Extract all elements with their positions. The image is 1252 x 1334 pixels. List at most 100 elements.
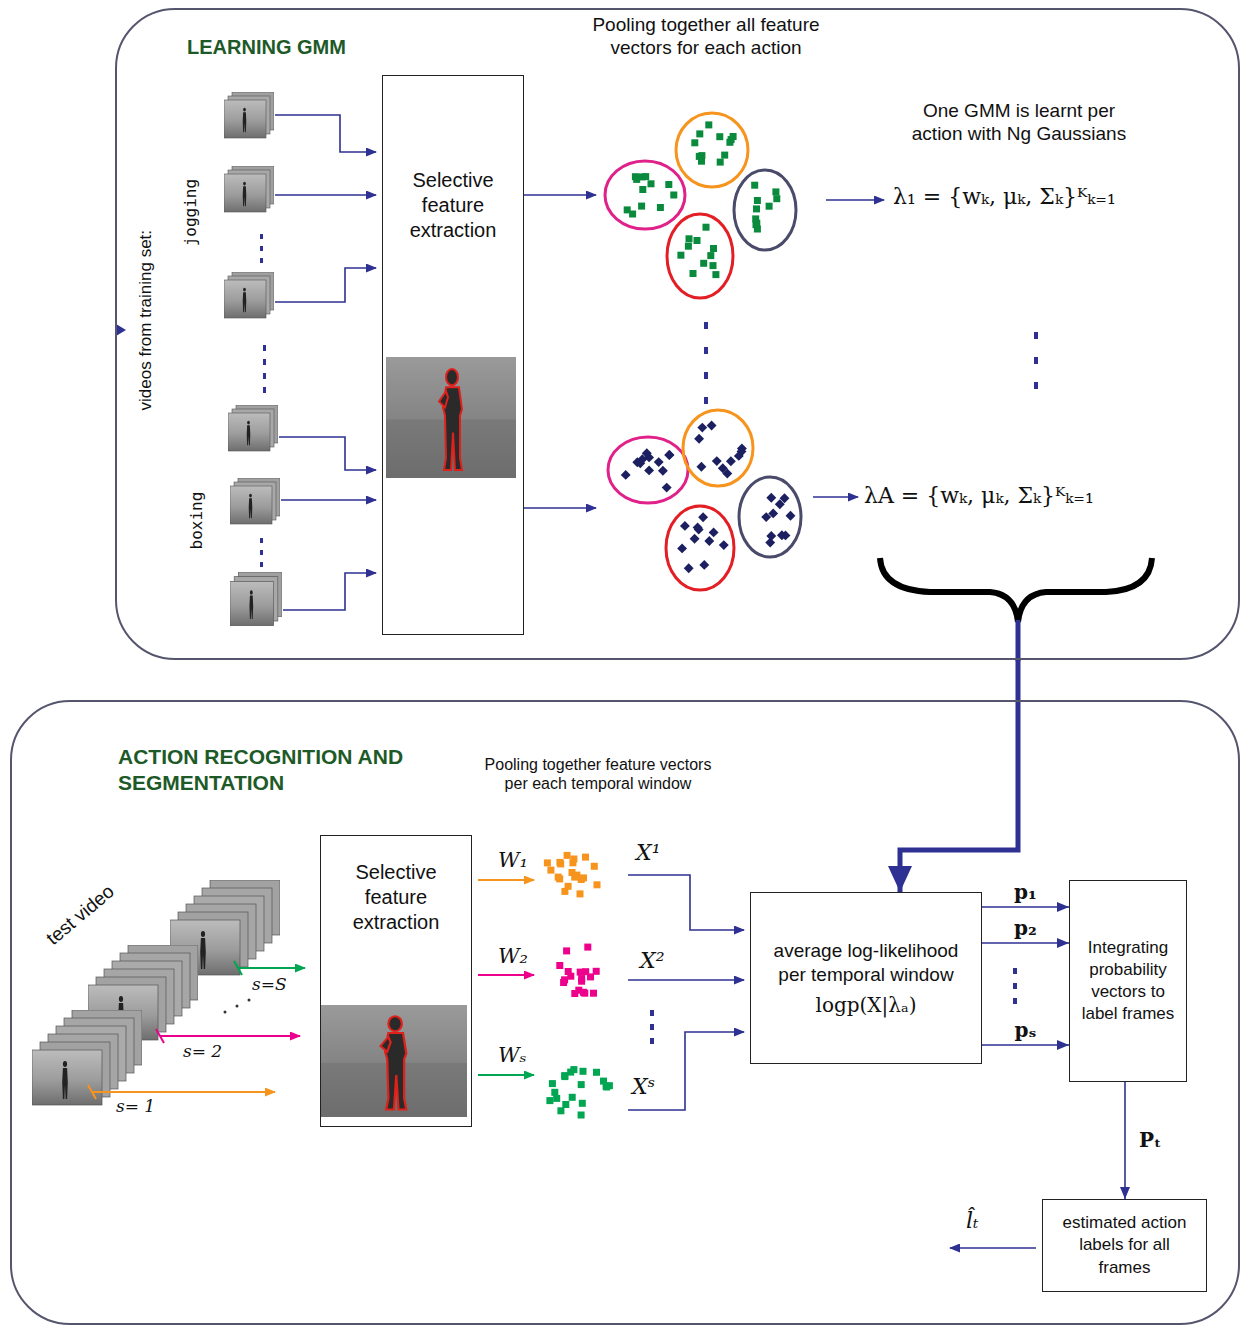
drawing-part (950, 1247, 1036, 1249)
feature-point (553, 1095, 560, 1102)
feature-point (582, 854, 589, 861)
feature-point (658, 466, 668, 476)
feature-point (642, 173, 649, 180)
text-label: λ₁ = {wₖ, μₖ, Σₖ}ᴷₖ₌₁ (893, 184, 1116, 210)
feature-point (709, 527, 719, 537)
bracket-stem (1016, 620, 1021, 661)
feature-point (662, 483, 672, 493)
feature-point (670, 192, 677, 199)
drawing-part (260, 562, 263, 567)
text-label: Xˢ (632, 1074, 655, 1100)
drawing-part (676, 113, 748, 187)
drawing-part (260, 234, 263, 239)
box-text: Integrating probability vectors to label… (1080, 937, 1176, 1025)
drawing-part (1013, 968, 1017, 974)
connector-arrow (982, 1044, 1069, 1046)
feature-point (644, 465, 654, 475)
feature-point (594, 881, 601, 888)
feature-point (686, 235, 693, 242)
drawing-part (704, 397, 708, 404)
feature-point (549, 1080, 556, 1087)
feature-point (775, 499, 785, 509)
feature-point (694, 434, 704, 444)
drawing-part (524, 194, 596, 196)
drawing-part (650, 1024, 654, 1030)
feature-point (680, 521, 690, 531)
text-label: jogging (181, 178, 200, 245)
drawing-part (230, 572, 282, 626)
feature-point (773, 195, 780, 202)
feature-point (726, 139, 733, 146)
feature-point (580, 989, 587, 996)
feature-point (557, 1107, 564, 1114)
feature-point (567, 1069, 574, 1076)
drawing-part (248, 999, 251, 1002)
silhouette-image (386, 357, 516, 478)
pointer-triangle (116, 324, 126, 336)
feature-point (707, 421, 717, 431)
feature-point (600, 1078, 607, 1085)
feature-point (685, 243, 692, 250)
drawing-part (1034, 332, 1038, 339)
feature-point (556, 875, 563, 882)
section-panel: ACTION RECOGNITION AND SEGMENTATIONSelec… (10, 700, 1240, 1325)
feature-point (657, 204, 664, 211)
feature-point (578, 1112, 585, 1119)
drawing-part (275, 115, 376, 152)
box-text: Selective feature extraction (383, 168, 523, 243)
feature-point (691, 139, 698, 146)
connector-arrow (982, 942, 1069, 944)
cluster-ellipses (605, 113, 801, 590)
text-label: s= 2 (183, 1041, 222, 1061)
feature-point (578, 975, 585, 982)
text-label: s= 1 (116, 1096, 155, 1116)
feature-point (570, 856, 577, 863)
drawing-part (1034, 357, 1038, 364)
drawing-part (524, 507, 596, 509)
feature-point (578, 876, 585, 883)
feature-point (665, 450, 675, 460)
feature-point (557, 860, 564, 867)
drawing-part (704, 372, 708, 379)
feature-point (624, 206, 631, 213)
feature-point (637, 454, 647, 464)
drawing-part (32, 1010, 142, 1105)
connector-arrow (1124, 1082, 1126, 1199)
edge-label: pₛ (1015, 1019, 1037, 1042)
drawing-part (704, 347, 708, 354)
feature-point (766, 531, 776, 541)
feature-point (726, 456, 736, 466)
edge-label: Pₜ (1139, 1129, 1161, 1152)
feature-point (556, 962, 563, 969)
section-heading: LEARNING GMM (187, 36, 346, 59)
feature-point (766, 493, 776, 503)
text-label: W₂ (498, 944, 528, 969)
drawing-part (734, 170, 796, 250)
feature-point (717, 159, 724, 166)
feature-point (690, 270, 697, 277)
drawing-part (628, 875, 744, 930)
box-text: logp(X|λₐ) (815, 993, 916, 1017)
text-label: l̂ₜ (966, 1208, 978, 1234)
drawing-part (260, 538, 263, 543)
feature-point (621, 470, 631, 480)
drawing-part (260, 258, 263, 263)
drawing-part (88, 1085, 96, 1099)
text-label: Pooling together all feature vectors for… (592, 14, 820, 60)
drawing-part (478, 1074, 534, 1076)
text-label: X² (640, 948, 664, 974)
feature-point (580, 1068, 587, 1075)
box-text: average log-likelihood per temporal wind… (761, 939, 971, 987)
drawing-part (1013, 998, 1017, 1004)
feature-point (786, 511, 796, 521)
drawing-part (263, 345, 266, 351)
process-box: average log-likelihood per temporal wind… (750, 892, 982, 1064)
drawing-part (739, 477, 801, 557)
drawing-part (263, 359, 266, 365)
feature-point (648, 180, 655, 187)
feature-point (710, 262, 717, 269)
feature-point (547, 867, 554, 874)
feature-point (699, 560, 709, 570)
feature-point (772, 188, 779, 195)
drawing-part (608, 437, 688, 503)
